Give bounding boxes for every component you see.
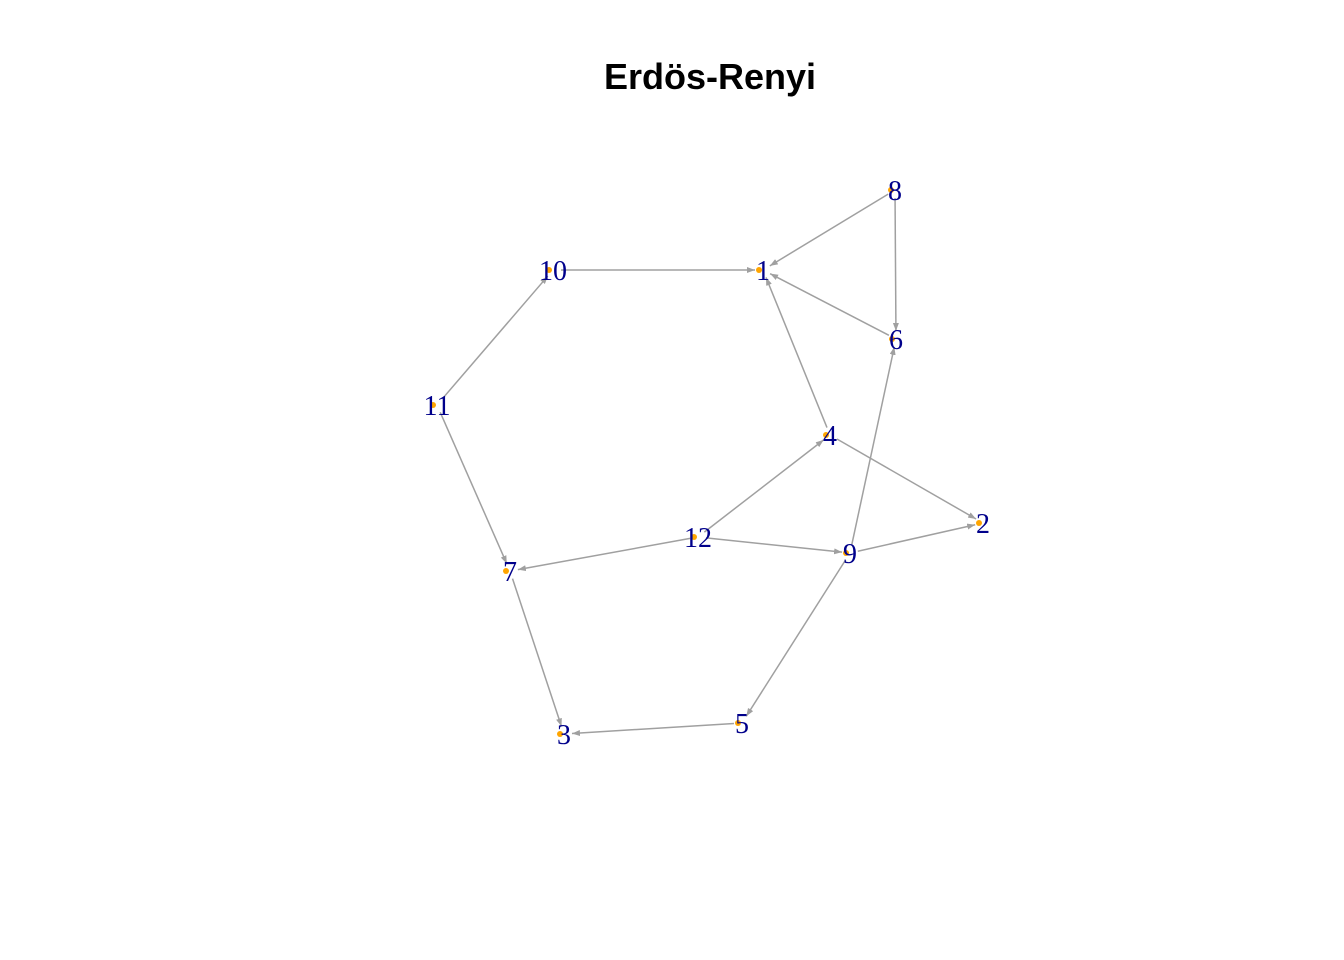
- vertex-label-10: 10: [539, 256, 567, 287]
- vertex-8: [888, 187, 894, 193]
- vertex-label-2: 2: [976, 509, 990, 540]
- vertex-label-4: 4: [823, 421, 837, 452]
- plot-title: Erdös-Renyi: [603, 56, 817, 97]
- vertex-9: [843, 550, 849, 556]
- edge-4-2: [836, 438, 977, 520]
- vertex-label-1: 1: [756, 256, 770, 287]
- vertex-label-12: 12: [684, 523, 712, 554]
- edges-layer: [439, 193, 977, 737]
- vertex-label-7: 7: [503, 557, 517, 588]
- vertex-4: [823, 432, 829, 438]
- vertex-3: [557, 731, 563, 737]
- edge-11-10: [441, 275, 549, 400]
- edge-11-7: [439, 412, 508, 564]
- vertex-10: [546, 267, 552, 273]
- edge-5-3: [571, 722, 735, 737]
- vertex-label-3: 3: [557, 720, 571, 751]
- edge-9-2: [857, 523, 976, 552]
- vertex-12: [691, 534, 697, 540]
- vertex-1: [756, 267, 762, 273]
- edge-12-7: [517, 537, 691, 572]
- edge-8-1: [769, 193, 889, 267]
- edge-8-6: [892, 197, 899, 332]
- edge-9-5: [745, 559, 847, 717]
- edge-9-6: [850, 346, 896, 546]
- vertex-7: [503, 568, 509, 574]
- edge-4-1: [765, 277, 828, 428]
- vertex-label-8: 8: [888, 176, 902, 207]
- edge-12-4: [703, 439, 825, 533]
- vertex-6: [889, 336, 895, 342]
- edge-12-9: [705, 537, 843, 555]
- edge-7-3: [511, 578, 563, 727]
- vertex-label-6: 6: [889, 325, 903, 356]
- vertex-2: [976, 520, 982, 526]
- nodes-layer: [430, 187, 982, 737]
- edge-6-1: [769, 273, 890, 336]
- vertex-5: [735, 720, 741, 726]
- vertex-label-11: 11: [424, 391, 451, 422]
- vertex-11: [430, 402, 436, 408]
- vertex-label-9: 9: [843, 539, 857, 570]
- vertex-label-5: 5: [735, 709, 749, 740]
